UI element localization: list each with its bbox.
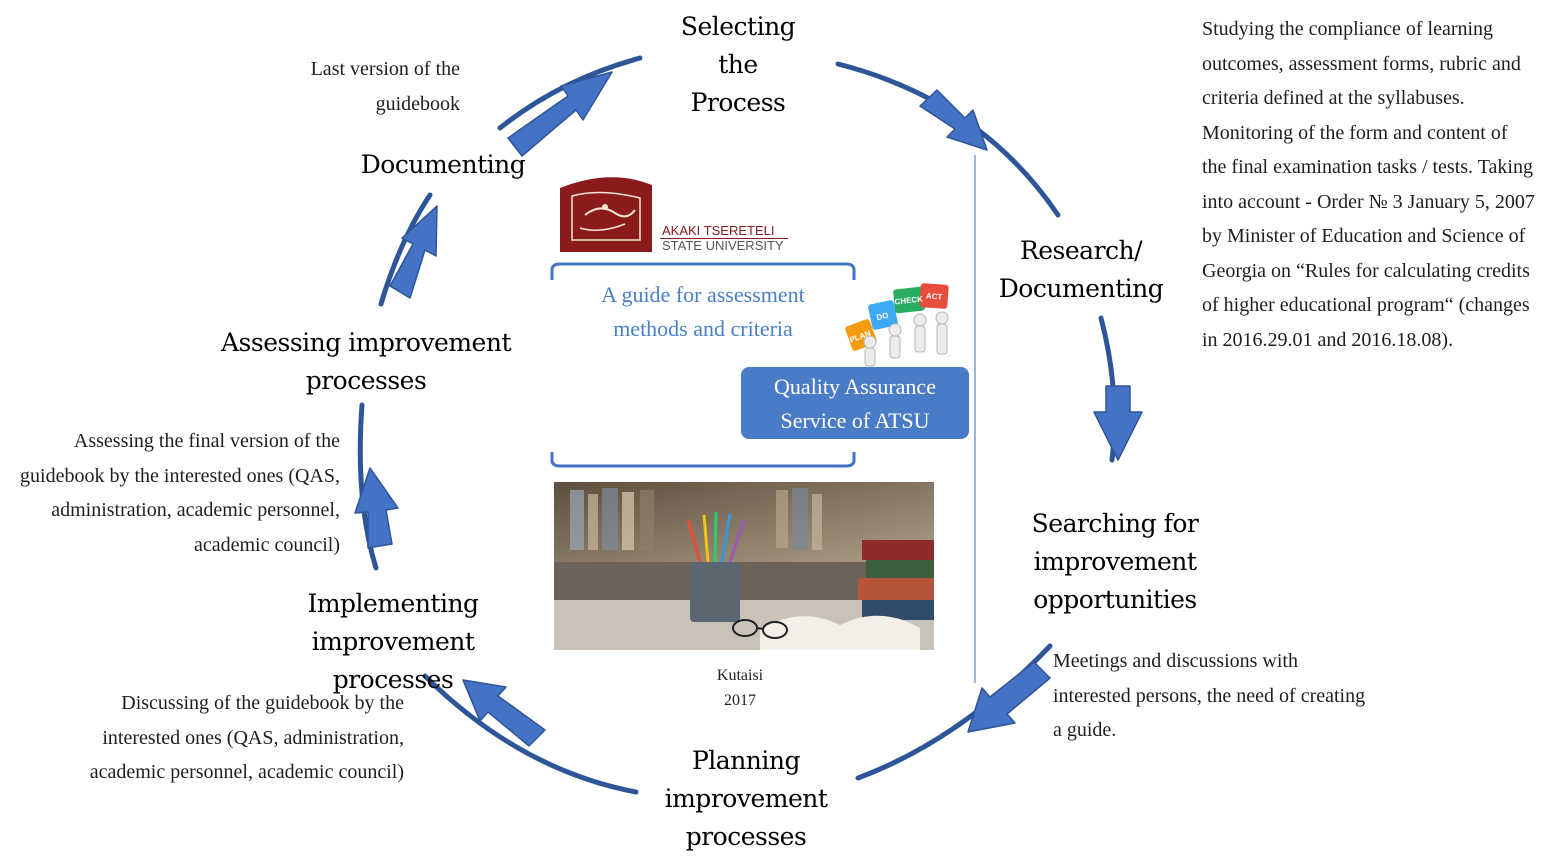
arc-planning-to-implementing [422,673,639,795]
logo-divider [660,238,788,239]
stage-implementing-improvement: Implementing improvement processes [307,589,479,694]
pdca-label-act: ACT [926,291,943,301]
arrow-to-selecting [507,71,613,157]
open-book [760,615,920,650]
arc-assessing-to-documenting [378,192,433,307]
pencil-cup [686,511,746,622]
guide-bracket-bottom [550,452,856,468]
university-logo-line2: STATE UNIVERSITY [662,238,784,253]
city-label: Kutaisi [716,667,764,684]
university-logo-emblem [560,177,652,252]
arc-searching-to-planning [855,643,1053,781]
stage-selecting-the-process: Selecting the Process [680,12,796,117]
note-studying-compliance: Studying the compliance of learning outc… [1202,18,1535,351]
arrow-to-research [919,89,988,151]
pdca-label-check: CHECK [894,295,923,307]
pdca-label-do: DO [876,311,890,322]
arrow-to-assessing [354,467,399,549]
arrow-to-searching [1093,385,1143,461]
stage-research-documenting: Research/ Documenting [998,236,1164,303]
guide-title: A guide for assessment methods and crite… [601,282,805,341]
quality-assurance-service-box: Quality Assurance Service of ATSU [741,367,969,439]
arrow-to-planning [967,661,1051,733]
stage-searching-for-improvement: Searching for improvement opportunities [1031,509,1199,614]
stage-assessing-improvement: Assessing improvement processes [221,328,512,395]
glasses [732,619,788,639]
note-discussing-guidebook: Discussing of the guidebook by the inter… [89,692,404,783]
library-photo [554,482,934,650]
arrow-to-documenting [389,205,438,299]
guide-bracket-top [550,262,856,280]
stage-planning-improvement: Planning improvement processes [664,746,828,851]
note-meetings-discussions: Meetings and discussions with interested… [1053,650,1366,741]
pdca-illustration [845,283,949,367]
arrow-to-implementing [462,679,546,747]
university-logo-line1: AKAKI TSERETELI [662,223,775,238]
stage-documenting: Documenting [360,150,526,179]
note-assessing-final-version: Assessing the final version of the guide… [20,430,340,556]
arc-selecting-to-research [835,61,1061,218]
book-stack [858,540,934,620]
note-last-version: Last version of the guidebook [310,58,460,115]
year-label: 2017 [724,692,756,709]
